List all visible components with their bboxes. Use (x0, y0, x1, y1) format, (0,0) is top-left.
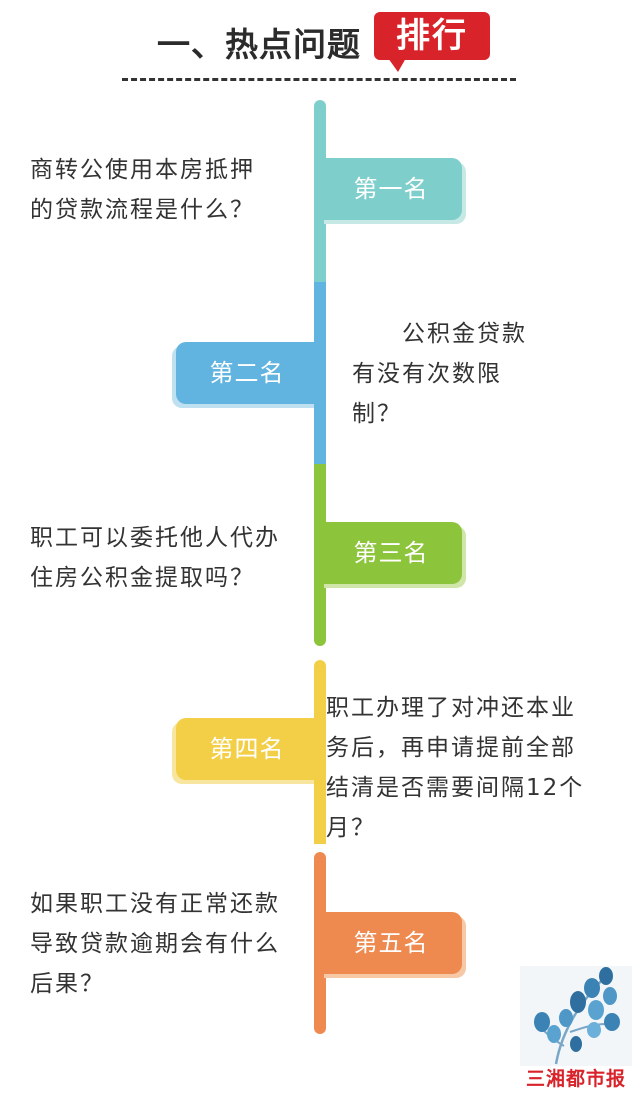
rank-1-question: 商转公使用本房抵押 的贷款流程是什么？ (30, 157, 255, 223)
rank-1-tag: 第一名 (320, 158, 462, 220)
rank-2-question: 公积金贷款 有没有次数限 制？ (352, 321, 527, 427)
rank-3-tag: 第三名 (320, 522, 462, 584)
rank-5-question: 如果职工没有正常还款 导致贷款逾期会有什么 后果？ (30, 891, 280, 997)
logo-graphic (520, 966, 632, 1066)
ranking-badge-label: 排行 (396, 16, 468, 56)
rank-2-tag: 第二名 (176, 342, 318, 404)
ranking-badge: 排行 (374, 12, 490, 60)
rank-4-question: 职工办理了对冲还本业 务后，再申请提前全部 结清是否需要间隔12个 月？ (326, 695, 585, 841)
publisher-logo: 三湘都市报 (520, 966, 632, 1090)
plant-leaves-icon (534, 967, 620, 1065)
rank-5-tag: 第五名 (320, 912, 462, 974)
section-header: 一、热点问题 排行 (0, 0, 640, 90)
dashed-divider (122, 78, 516, 81)
rank-4-tag: 第四名 (176, 718, 318, 780)
timeline-segment-2 (314, 282, 326, 464)
timeline-segment-4 (314, 660, 326, 844)
rank-3-question: 职工可以委托他人代办 住房公积金提取吗？ (30, 525, 280, 591)
badge-pointer (388, 58, 406, 72)
section-title: 一、热点问题 (157, 25, 361, 64)
logo-text: 三湘都市报 (525, 1068, 626, 1090)
